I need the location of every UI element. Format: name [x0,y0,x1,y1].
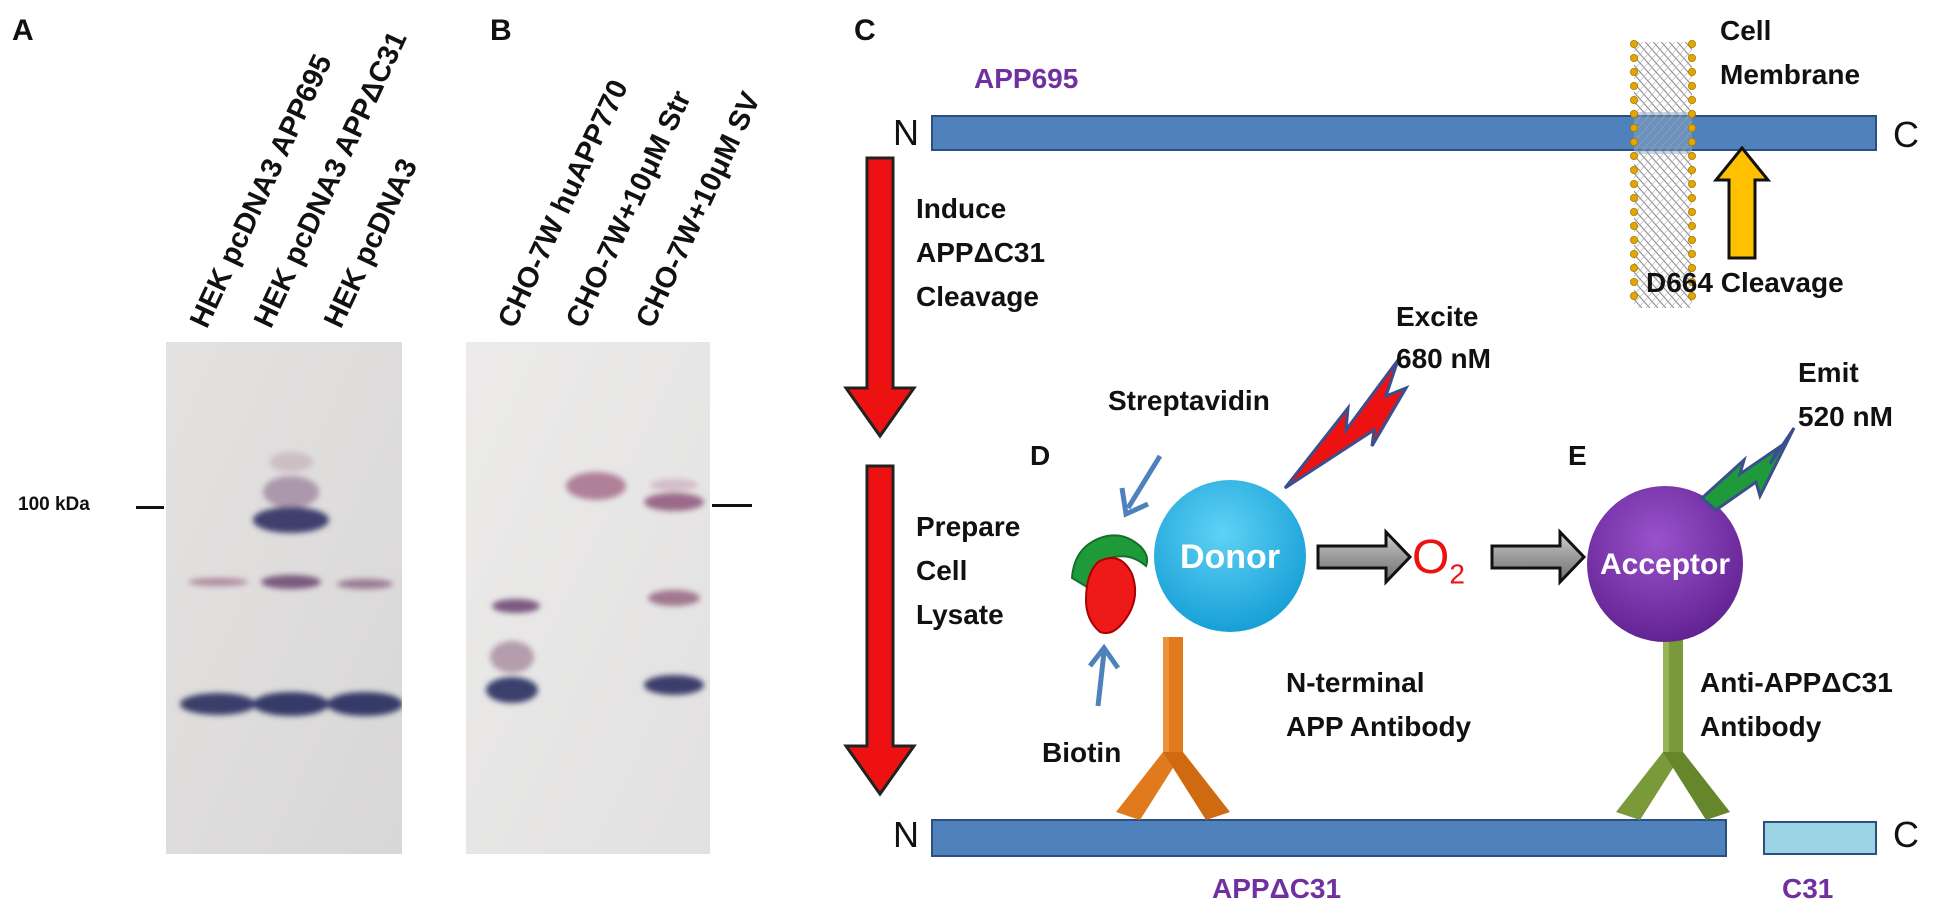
n-terminus-top: N [893,112,919,153]
band-a1-lower [180,693,256,715]
blot-b-membrane [466,342,710,854]
c-terminus-bottom: C [1893,814,1919,855]
biotin-label: Biotin [1042,737,1122,768]
acceptor-bead [1587,486,1743,642]
step1-line3: Cleavage [916,281,1039,312]
panel-label-d: D [1030,440,1051,471]
n-terminal-antibody [1116,637,1230,820]
n-antibody-line1: N-terminal [1286,667,1425,698]
c-terminus-top: C [1893,114,1919,155]
donor-bead [1154,480,1306,632]
blot-a-marker-label: 100 kDa [18,494,90,515]
band-b2-upper [566,472,626,500]
membrane-label-line2: Membrane [1720,59,1861,90]
anti-app-dc31-antibody [1616,638,1730,820]
excite-lightning [1283,359,1410,490]
emit-label-line2: 520 nM [1798,401,1893,432]
band-b1-lower [486,677,538,703]
emit-lightning [1699,427,1796,512]
emit-label-line1: Emit [1798,357,1859,388]
donor-label: Donor [1179,538,1281,576]
membrane-label-line1: Cell [1720,15,1772,46]
step2-line2: Cell [916,555,968,586]
anti-antibody-line1: Anti-APPΔC31 [1700,667,1893,698]
panel-label-e: E [1568,440,1587,471]
cell-membrane [1630,40,1697,308]
n-antibody-line2: APP Antibody [1286,711,1472,742]
c31-label: C31 [1782,873,1834,904]
streptavidin-pointer [1125,454,1163,510]
biotin-pointer [1095,651,1107,707]
band-b3-lower [644,675,704,695]
app-dc31-label: APPΔC31 [1212,873,1342,904]
red-arrow-induce [843,156,917,439]
app-dc31-bar [931,819,1727,857]
excite-label-line2: 680 nM [1396,343,1491,374]
blot-a-membrane [166,342,402,854]
band-b3-upper [644,493,704,511]
red-arrow-lysate [843,464,917,797]
step1-line1: Induce [916,193,1007,224]
excite-label-line1: Excite [1396,301,1479,332]
transfer-arrow-1 [1316,528,1413,586]
c31-fragment [1763,821,1877,855]
band-b3-mid [648,590,700,606]
panel-label-c: C [854,14,876,47]
panel-label-b: B [490,14,512,47]
step2-line1: Prepare [916,511,1021,542]
transfer-arrow-2 [1490,528,1587,586]
step2-line3: Lysate [916,599,1004,630]
cleavage-label: D664 Cleavage [1646,267,1844,298]
oxygen-symbol: O [1412,531,1450,584]
anti-antibody-line2: Antibody [1700,711,1822,742]
biotin-shape [1084,557,1136,635]
step1-line2: APPΔC31 [916,237,1046,268]
oxygen-label: O2 [1412,530,1465,591]
app695-label: APP695 [974,63,1079,94]
band-a1-faint [188,578,248,586]
band-a2-mid [261,575,321,589]
n-terminus-bottom: N [893,814,919,855]
streptavidin-label: Streptavidin [1108,385,1270,416]
oxygen-subscript: 2 [1449,558,1465,590]
acceptor-label: Acceptor [1599,548,1731,581]
band-a3-mid [337,579,393,589]
band-a2-100kda [253,507,329,533]
blot-b-marker-tick [712,504,752,507]
cleavage-arrow [1712,145,1772,260]
band-a3-lower [327,692,402,716]
panel-label-a: A [12,14,34,47]
band-a2-lower [253,692,329,716]
app695-bar [931,115,1877,151]
band-b1-upper [492,599,540,613]
blot-a-marker-tick [136,506,164,509]
